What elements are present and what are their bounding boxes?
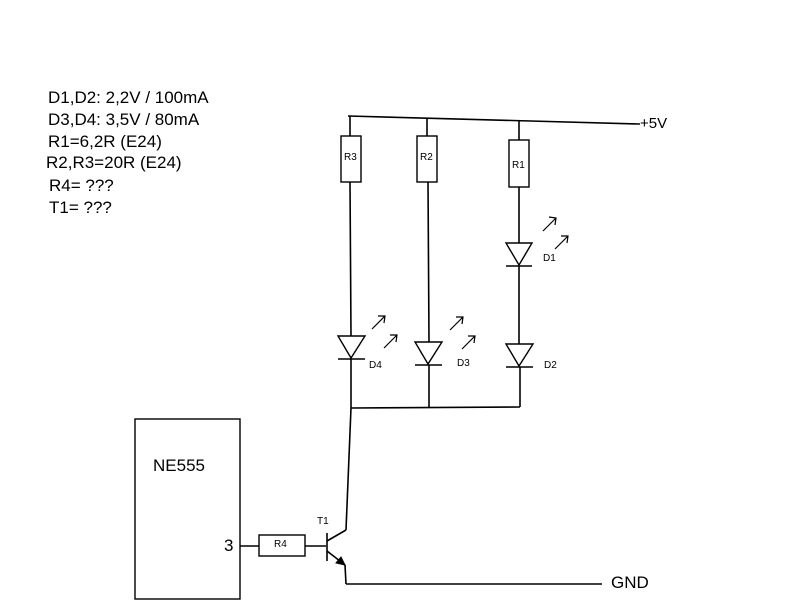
transistor-t1-emitter-arrow: [335, 556, 346, 566]
led-d4-light-arrow: [383, 334, 398, 349]
led-d1-light-arrow: [554, 235, 569, 250]
ne555-chip: [134, 418, 241, 600]
gnd-label: GND: [611, 573, 649, 592]
wire-emitter-gnd: [344, 564, 347, 585]
led-d3: [413, 341, 444, 366]
led-d3-light-arrow: [449, 316, 464, 331]
spec-d3-d4: D3,D4: 3,5V / 80mA: [48, 110, 200, 129]
spec-r4: R4= ???: [49, 176, 114, 195]
resistor-r2: [416, 135, 438, 183]
t1-label: T1: [317, 516, 329, 527]
wire-r2-d3: [427, 181, 430, 343]
spec-d1-d2: D1,D2: 2,2V / 100mA: [48, 88, 209, 107]
r4-label: R4: [274, 539, 287, 550]
transistor-t1-collector: [326, 529, 347, 542]
spec-r2-r3: R2,R3=20R (E24): [46, 153, 182, 172]
pin3-label: 3: [224, 536, 233, 555]
led-d2: [504, 343, 535, 368]
r2-label: R2: [420, 152, 433, 163]
led-d4: [336, 335, 367, 360]
supply-rail: [347, 115, 641, 125]
led-d4-light-arrow: [371, 315, 386, 330]
r1-label: R1: [512, 160, 525, 171]
resistor-r3: [340, 135, 362, 183]
spec-r1: R1=6,2R (E24): [48, 132, 162, 151]
r3-label: R3: [344, 152, 357, 163]
wire-r3-d4: [349, 181, 352, 337]
wire-bus-collector: [345, 407, 352, 531]
vcc-label: +5V: [640, 115, 667, 132]
d2-label: D2: [544, 360, 557, 371]
d1-label: D1: [543, 253, 556, 264]
d4-label: D4: [369, 360, 382, 371]
spec-t1: T1= ???: [49, 198, 112, 217]
led-d1: [504, 242, 534, 267]
cathode-bus: [350, 406, 521, 409]
led-d3-light-arrow: [461, 335, 476, 350]
ne555-label: NE555: [153, 456, 205, 475]
led-d1-light-arrow: [542, 216, 557, 232]
d3-label: D3: [457, 358, 470, 369]
